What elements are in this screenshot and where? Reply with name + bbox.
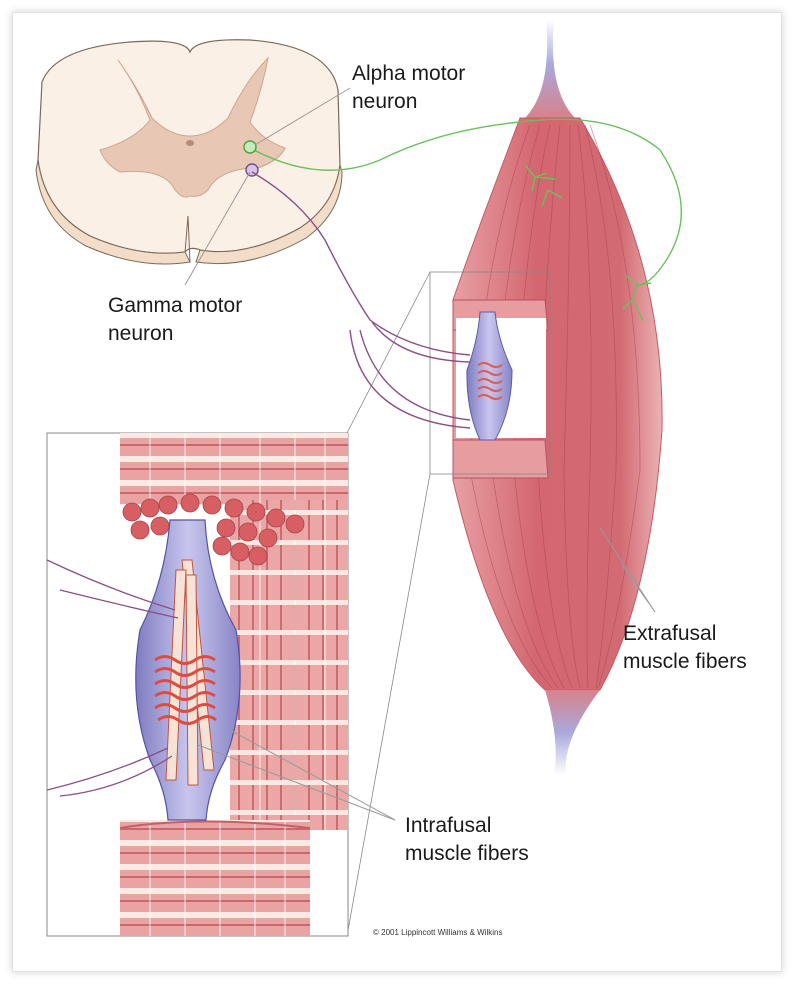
label-intrafusal-fibers: Intrafusal muscle fibers <box>405 814 529 865</box>
gamma-nerve <box>245 163 471 429</box>
spinal-cord-section <box>35 39 343 265</box>
label-extrafusal-fibers: Extrafusal muscle fibers <box>623 622 747 673</box>
label-alpha-motor-neuron: Alpha motor neuron <box>352 62 466 113</box>
copyright-notice: © 2001 Lippincott Williams & Wilkins <box>373 928 503 937</box>
spindle-inset <box>46 432 349 937</box>
label-gamma-motor-neuron: Gamma motor neuron <box>108 294 243 345</box>
zoom-box <box>429 271 551 475</box>
extrafusal-muscle <box>452 20 663 775</box>
label-leaders <box>184 87 656 821</box>
alpha-nerve <box>243 118 682 322</box>
